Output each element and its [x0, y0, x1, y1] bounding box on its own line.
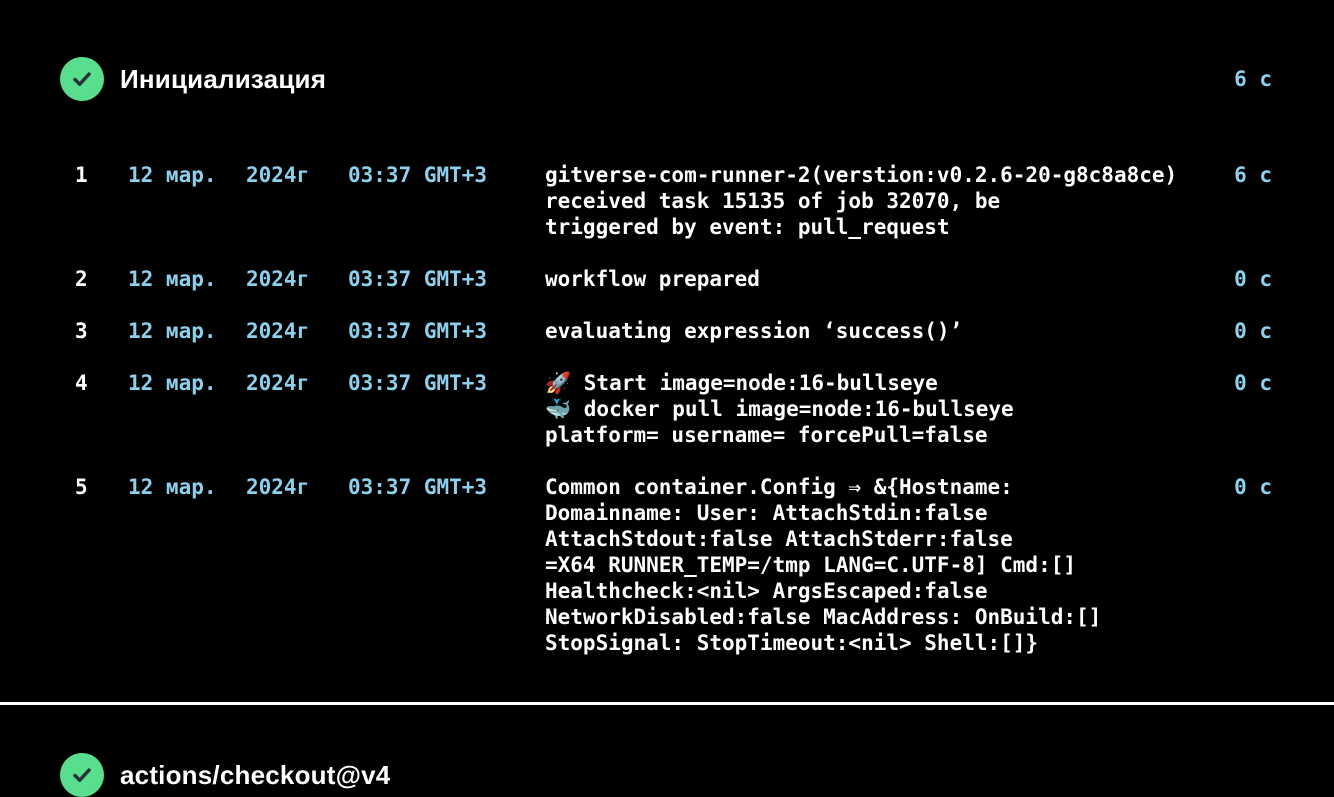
success-check-icon [60, 57, 104, 101]
log-message: gitverse-com-runner-2(verstion:v0.2.6-20… [545, 163, 1178, 239]
log-time: 03:37 GMT+3 [348, 371, 488, 395]
log-row: 2 12 мар. 2024г 03:37 GMT+3 workflow pre… [0, 266, 1334, 292]
log-line-number: 1 [75, 163, 88, 187]
log-year: 2024г [246, 475, 310, 499]
step-title: actions/checkout@v4 [120, 759, 391, 790]
step-header-initialization[interactable]: Инициализация 6 с [60, 57, 1334, 101]
log-year: 2024г [246, 371, 310, 395]
log-line-number: 5 [75, 475, 88, 499]
log-time: 03:37 GMT+3 [348, 163, 488, 187]
log-time: 03:37 GMT+3 [348, 267, 488, 291]
log-year: 2024г [246, 163, 310, 187]
success-check-icon [60, 753, 104, 797]
log-date: 12 мар. [128, 475, 217, 499]
log-line-number: 2 [75, 267, 88, 291]
log-year: 2024г [246, 267, 310, 291]
log-row: 3 12 мар. 2024г 03:37 GMT+3 evaluating e… [0, 318, 1334, 344]
log-row: 1 12 мар. 2024г 03:37 GMT+3 gitverse-com… [0, 162, 1334, 240]
log-line-duration: 0 с [1234, 475, 1272, 499]
log-year: 2024г [246, 319, 310, 343]
log-message: 🚀 Start image=node:16-bullseye 🐳 docker … [545, 371, 1014, 447]
log-line-duration: 6 с [1234, 163, 1272, 187]
log-message: evaluating expression ‘success()’ [545, 319, 963, 343]
log-date: 12 мар. [128, 267, 217, 291]
log-message: Common container.Config ⇒ &{Hostname: Do… [545, 475, 1102, 655]
log-date: 12 мар. [128, 371, 217, 395]
log-time: 03:37 GMT+3 [348, 319, 488, 343]
log-message: workflow prepared [545, 267, 760, 291]
log-row: 4 12 мар. 2024г 03:37 GMT+3 🚀 Start imag… [0, 370, 1334, 448]
log-line-duration: 0 с [1234, 267, 1272, 291]
log-line-duration: 0 с [1234, 371, 1272, 395]
log-date: 12 мар. [128, 163, 217, 187]
log-row: 5 12 мар. 2024г 03:37 GMT+3 Common conta… [0, 474, 1334, 656]
section-divider [0, 702, 1334, 705]
step-duration: 6 с [1234, 67, 1272, 91]
log-line-duration: 0 с [1234, 319, 1272, 343]
log-output: 1 12 мар. 2024г 03:37 GMT+3 gitverse-com… [0, 162, 1334, 682]
log-line-number: 3 [75, 319, 88, 343]
step-title: Инициализация [120, 63, 327, 94]
log-time: 03:37 GMT+3 [348, 475, 488, 499]
log-date: 12 мар. [128, 319, 217, 343]
log-line-number: 4 [75, 371, 88, 395]
step-header-checkout[interactable]: actions/checkout@v4 [60, 753, 1334, 797]
